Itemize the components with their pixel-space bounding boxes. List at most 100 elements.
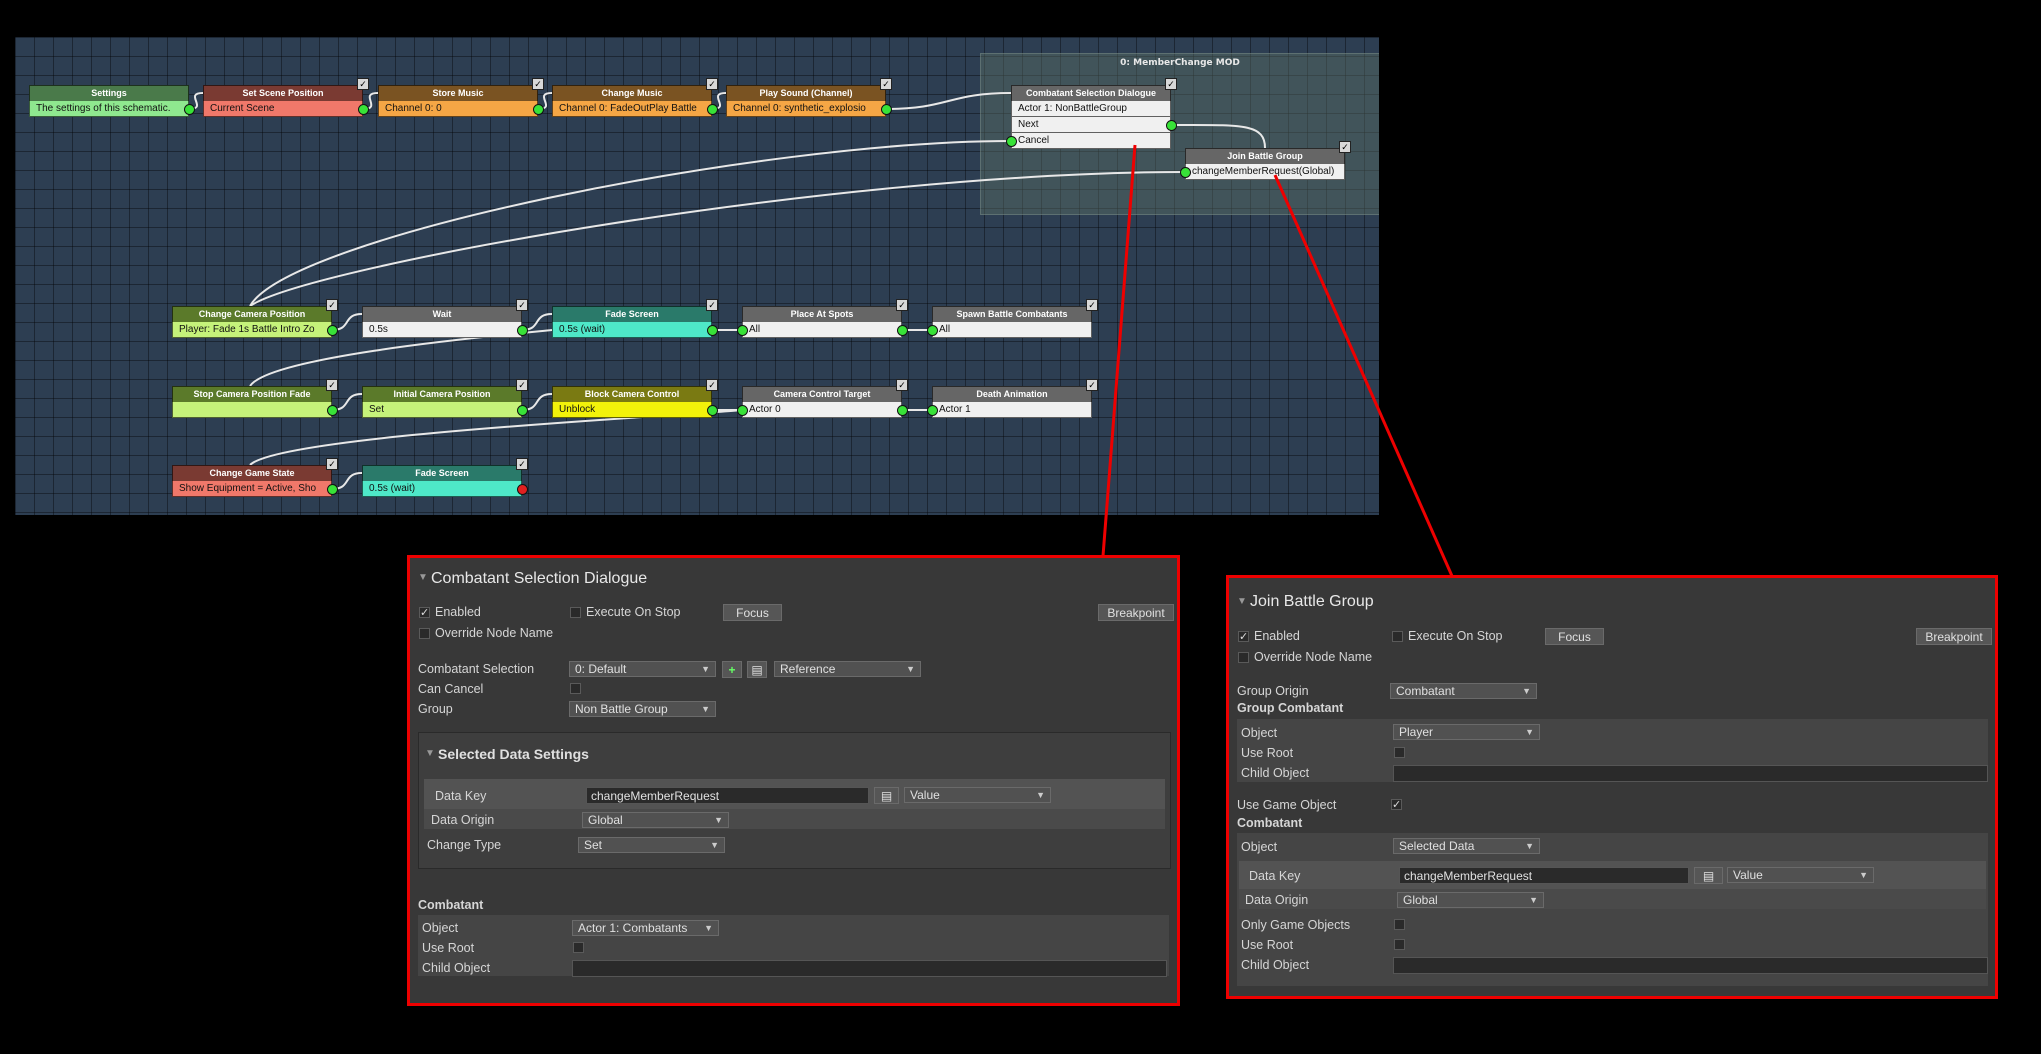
use-root-checkbox[interactable] [1394, 747, 1405, 758]
input-port[interactable] [927, 325, 938, 336]
output-port[interactable] [327, 405, 338, 416]
child-object-input[interactable] [1393, 765, 1988, 782]
node-enabled-checkbox[interactable]: ✓ [516, 458, 528, 470]
data-key-type-dropdown[interactable]: Value▼ [904, 787, 1051, 803]
node-enabled-checkbox[interactable]: ✓ [1086, 299, 1098, 311]
output-port[interactable] [358, 104, 369, 115]
reference-dropdown[interactable]: Reference▼ [774, 661, 921, 677]
output-port[interactable] [517, 484, 528, 495]
node-stop-camera-position-fade[interactable]: Stop Camera Position Fade✓ [172, 379, 338, 418]
output-port[interactable] [327, 484, 338, 495]
child-object-input[interactable] [572, 960, 1167, 977]
node-enabled-checkbox[interactable]: ✓ [880, 78, 892, 90]
enabled-checkbox[interactable]: ✓ [1238, 631, 1249, 643]
node-enabled-checkbox[interactable]: ✓ [896, 379, 908, 391]
node-enabled-checkbox[interactable]: ✓ [532, 78, 544, 90]
data-origin-dropdown[interactable]: Global▼ [582, 812, 729, 828]
input-port[interactable] [737, 325, 748, 336]
can-cancel-checkbox[interactable] [570, 683, 581, 694]
output-port[interactable] [517, 325, 528, 336]
node-enabled-checkbox[interactable]: ✓ [326, 458, 338, 470]
focus-button[interactable]: Focus [1545, 628, 1604, 645]
node-enabled-checkbox[interactable]: ✓ [1339, 141, 1351, 153]
node-enabled-checkbox[interactable]: ✓ [516, 379, 528, 391]
add-icon[interactable]: + [722, 661, 742, 678]
use-root-checkbox[interactable] [1394, 939, 1405, 950]
node-enabled-checkbox[interactable]: ✓ [706, 379, 718, 391]
breakpoint-button[interactable]: Breakpoint [1916, 628, 1992, 645]
data-key-input[interactable]: changeMemberRequest [586, 787, 869, 804]
output-port[interactable] [184, 104, 195, 115]
collapse-arrow-icon[interactable]: ▼ [425, 748, 435, 759]
node-play-sound[interactable]: Play Sound (Channel)Channel 0: synthetic… [726, 78, 892, 117]
data-origin-dropdown[interactable]: Global▼ [1397, 892, 1544, 908]
input-port[interactable] [1180, 167, 1191, 178]
node-enabled-checkbox[interactable]: ✓ [1165, 78, 1177, 90]
group-origin-dropdown[interactable]: Combatant▼ [1390, 683, 1537, 699]
change-type-dropdown[interactable]: Set▼ [578, 837, 725, 853]
output-port[interactable] [707, 104, 718, 115]
override-node-name-checkbox[interactable] [1238, 652, 1249, 663]
node-enabled-checkbox[interactable]: ✓ [357, 78, 369, 90]
breakpoint-button[interactable]: Breakpoint [1098, 604, 1174, 621]
use-root-checkbox[interactable] [573, 942, 584, 953]
use-game-object-checkbox[interactable]: ✓ [1391, 799, 1402, 811]
output-port[interactable] [881, 104, 892, 115]
input-port[interactable] [1006, 136, 1017, 147]
execute-on-stop-checkbox[interactable] [570, 607, 581, 618]
output-port[interactable] [897, 325, 908, 336]
data-key-input[interactable]: changeMemberRequest [1399, 867, 1689, 884]
child-object-input[interactable] [1393, 957, 1988, 974]
output-port[interactable] [897, 405, 908, 416]
object-dropdown[interactable]: Player▼ [1393, 724, 1540, 740]
group-dropdown[interactable]: Non Battle Group▼ [569, 701, 716, 717]
list-icon[interactable]: ▤ [747, 661, 767, 678]
node-enabled-checkbox[interactable]: ✓ [706, 78, 718, 90]
node-enabled-checkbox[interactable]: ✓ [326, 379, 338, 391]
output-port[interactable] [327, 325, 338, 336]
input-port[interactable] [737, 405, 748, 416]
collapse-arrow-icon[interactable]: ▼ [418, 572, 428, 583]
node-enabled-checkbox[interactable]: ✓ [896, 299, 908, 311]
only-game-objects-checkbox[interactable] [1394, 919, 1405, 930]
node-enabled-checkbox[interactable]: ✓ [326, 299, 338, 311]
output-port[interactable] [533, 104, 544, 115]
enabled-checkbox[interactable]: ✓ [419, 607, 430, 619]
combatant-object-dropdown[interactable]: Selected Data▼ [1393, 838, 1540, 854]
output-port[interactable] [707, 405, 718, 416]
output-port[interactable] [517, 405, 528, 416]
output-port[interactable] [707, 325, 718, 336]
output-port[interactable] [1166, 120, 1177, 131]
execute-on-stop-checkbox[interactable] [1392, 631, 1403, 642]
list-icon[interactable]: ▤ [874, 787, 899, 804]
combatant-selection-dropdown[interactable]: 0: Default▼ [569, 661, 716, 677]
list-icon[interactable]: ▤ [1694, 867, 1723, 884]
node-enabled-checkbox[interactable]: ✓ [1086, 379, 1098, 391]
object-dropdown[interactable]: Actor 1: Combatants▼ [572, 920, 719, 936]
override-node-name-checkbox[interactable] [419, 628, 430, 639]
node-enabled-checkbox[interactable]: ✓ [706, 299, 718, 311]
focus-button[interactable]: Focus [723, 604, 782, 621]
data-key-type-dropdown[interactable]: Value▼ [1727, 867, 1874, 883]
input-port[interactable] [927, 405, 938, 416]
node-enabled-checkbox[interactable]: ✓ [516, 299, 528, 311]
collapse-arrow-icon[interactable]: ▼ [1237, 596, 1247, 607]
